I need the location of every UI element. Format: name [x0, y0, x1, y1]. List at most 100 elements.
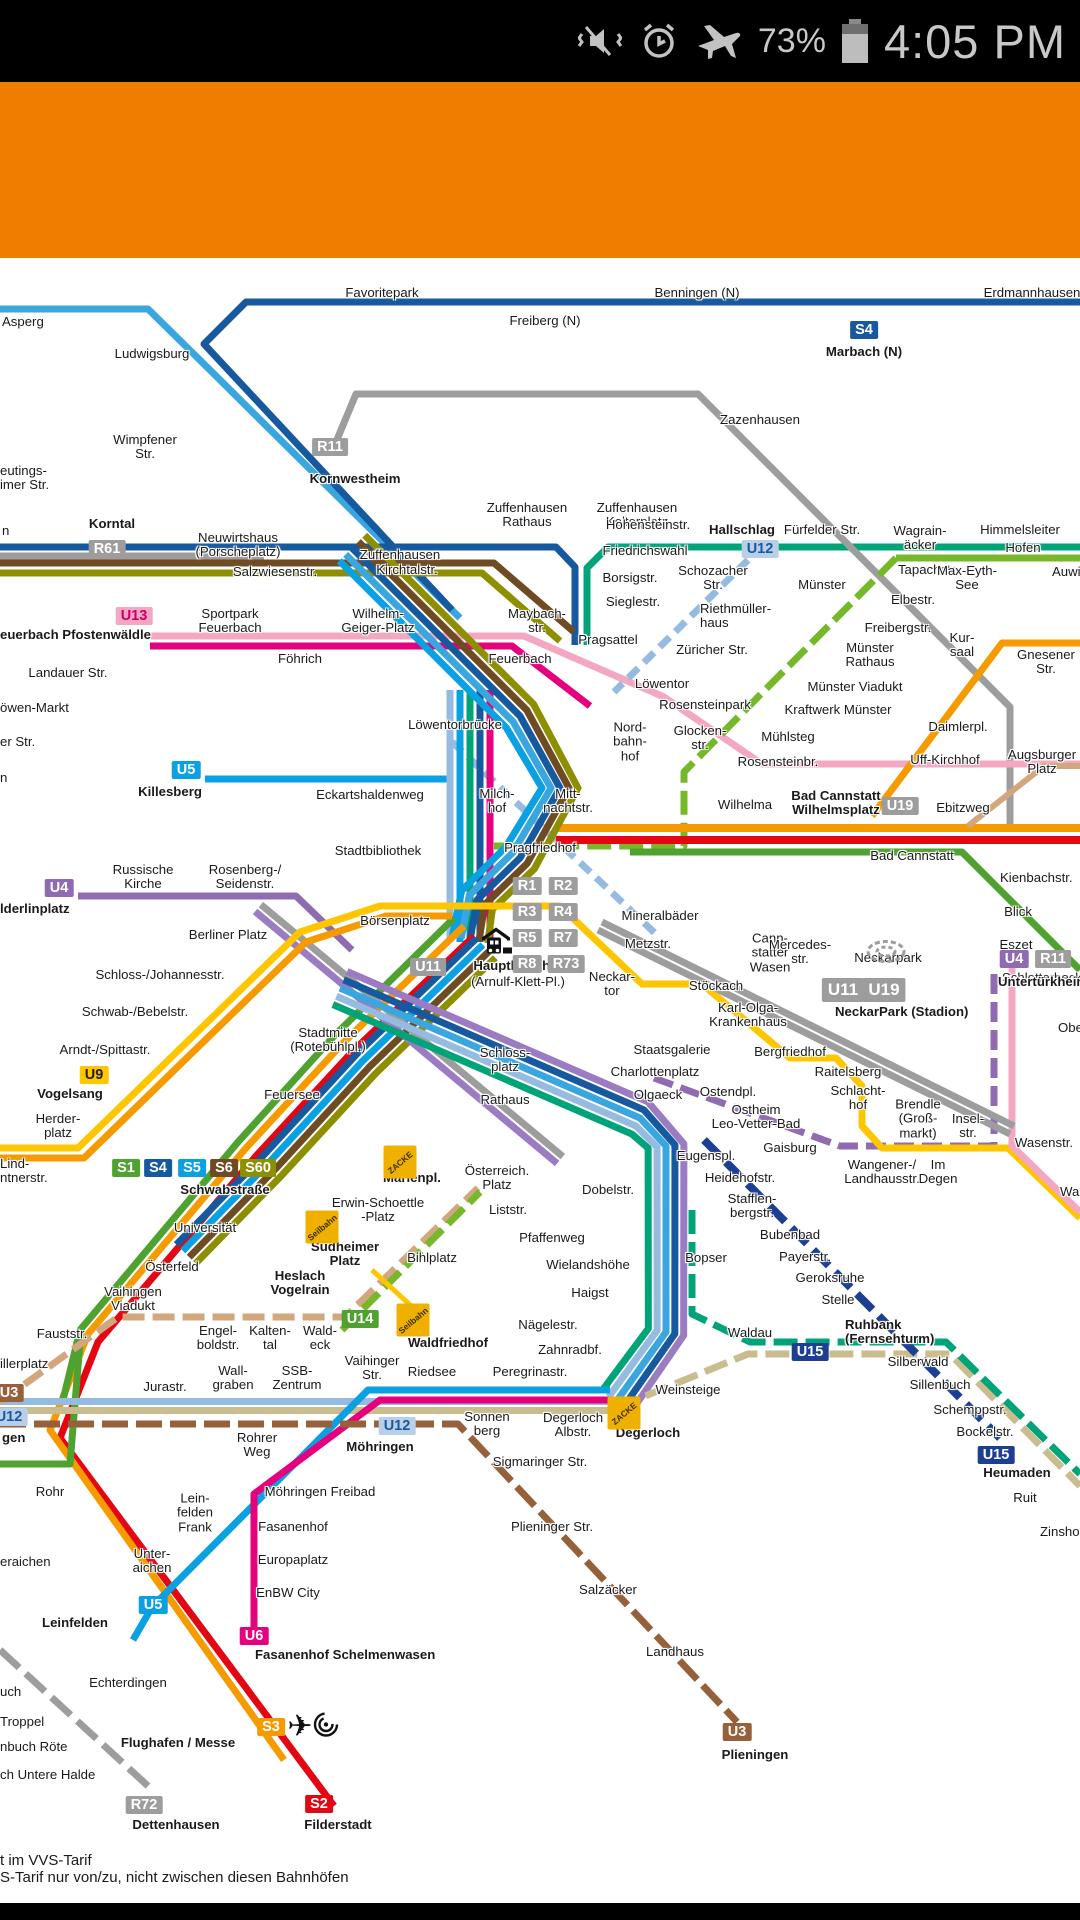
station-label: Augsburger Platz [1007, 746, 1077, 776]
station-label: ch Untere Halde [0, 1766, 96, 1782]
line-badge-seilbahn[interactable]: Seilbahn [396, 1303, 430, 1337]
station-label: Südheimer Platz [310, 1238, 380, 1268]
line-badge-r8[interactable]: R8 [512, 955, 542, 973]
line-badge-r1[interactable]: R1 [512, 877, 542, 895]
line-badge-u12[interactable]: U12 [378, 1417, 416, 1435]
line-badge-u5[interactable]: U5 [138, 1596, 168, 1614]
transit-line [614, 1350, 1080, 1489]
line-badge-zacke[interactable]: ZACKE [383, 1145, 417, 1179]
station-label: Favoritepark [345, 284, 419, 300]
line-badge-u14[interactable]: U14 [341, 1310, 379, 1328]
station-label: Sillenbuch [909, 1376, 971, 1392]
line-badge-s5[interactable]: S5 [178, 1159, 206, 1177]
station-label: Killesberg [138, 783, 202, 799]
station-label: Gaisburg [763, 1139, 817, 1155]
station-label: Bergfriedhof [754, 1043, 826, 1059]
station-label: Weinsteige [655, 1381, 721, 1397]
station-label: Unter- aichen [132, 1545, 172, 1575]
line-badge-u19[interactable]: U19 [862, 978, 906, 1002]
line-badge-u15[interactable]: U15 [977, 1446, 1015, 1464]
line-badge-u15[interactable]: U15 [791, 1343, 829, 1361]
line-badge-u5[interactable]: U5 [171, 761, 201, 779]
station-label: Cann- statter Wasen [749, 930, 791, 975]
station-label: Charlottenplatz [610, 1063, 700, 1079]
station-label: Stelle [821, 1291, 855, 1307]
transit-line [701, 1137, 1003, 1441]
station-label: Friedrichswahl [602, 542, 688, 558]
line-badge-r61[interactable]: R61 [88, 540, 126, 558]
line-badge-s2[interactable]: S2 [305, 1795, 333, 1813]
line-badge-s6[interactable]: S6 [210, 1159, 238, 1177]
station-label: EnBW City [256, 1584, 320, 1600]
station-label: Leinfelden [42, 1614, 108, 1630]
line-badge-u12[interactable]: U12 [0, 1408, 28, 1426]
line-badge-r5[interactable]: R5 [512, 929, 542, 947]
station-label: Schloss-/Johannesstr. [95, 966, 225, 982]
line-badge-r3[interactable]: R3 [512, 903, 542, 921]
station-label: Wall- graben [212, 1362, 254, 1392]
transit-line [869, 639, 1080, 819]
status-time: 4:05 PM [883, 14, 1066, 68]
line-badge-r72[interactable]: R72 [125, 1796, 163, 1814]
station-label: Löwentor [634, 675, 690, 691]
transit-line [596, 926, 1012, 1138]
station-label: SSB- Zentrum [272, 1362, 322, 1392]
station-label: Stafflen- bergstr. [727, 1190, 777, 1220]
station-label: Erdmannhausen [983, 284, 1080, 300]
line-badge-u13[interactable]: U13 [115, 607, 153, 625]
station-label: Pragsattel [578, 631, 638, 647]
line-badge-zacke[interactable]: ZACKE [607, 1396, 641, 1430]
line-badge-r4[interactable]: R4 [548, 903, 578, 921]
line-badge-s60[interactable]: S60 [240, 1159, 276, 1177]
battery-percent: 73% [757, 21, 826, 60]
line-badge-u3[interactable]: U3 [722, 1723, 752, 1741]
station-label: Zuffenhausen Kelterplatz [596, 499, 678, 529]
app-header-bar[interactable] [0, 82, 1080, 258]
line-badge-r7[interactable]: R7 [548, 929, 578, 947]
line-badge-u3[interactable]: U3 [0, 1384, 24, 1402]
station-label: Haigst [571, 1284, 609, 1300]
line-badge-u12[interactable]: U12 [741, 540, 779, 558]
transit-line [150, 632, 1080, 768]
line-badge-u6[interactable]: U6 [239, 1627, 269, 1645]
station-label: Troppel [0, 1713, 45, 1729]
station-label: Freiberg (N) [509, 312, 581, 328]
line-badge-seilbahn[interactable]: Seilbahn [305, 1210, 339, 1244]
station-label: Herder- platz [35, 1110, 81, 1140]
station-label: Rosensteinpark [659, 696, 751, 712]
line-badge-r11[interactable]: R11 [312, 438, 348, 456]
transit-line [630, 848, 1080, 973]
line-badge-u11[interactable]: U11 [410, 958, 446, 976]
line-badge-r11[interactable]: R11 [1035, 950, 1071, 968]
line-badge-u19[interactable]: U19 [881, 797, 919, 815]
line-badge-r2[interactable]: R2 [548, 877, 578, 895]
line-badge-s4[interactable]: S4 [144, 1159, 172, 1177]
station-label: Rathaus [480, 1091, 530, 1107]
transit-line [345, 968, 688, 1415]
station-label: Föhrich [278, 650, 322, 666]
transit-line [46, 923, 467, 1763]
station-label: Degerloch Albstr. [542, 1409, 604, 1439]
station-label: Waldfriedhof [407, 1334, 489, 1350]
transit-line [966, 763, 1080, 829]
line-badge-r73[interactable]: R73 [547, 955, 585, 973]
transit-line [494, 555, 899, 850]
transit-line [335, 993, 661, 1399]
line-badge-u4[interactable]: U4 [44, 879, 74, 897]
line-badge-s3[interactable]: S3 [257, 1718, 285, 1736]
line-badge-u4[interactable]: U4 [999, 950, 1029, 968]
station-label: gen [2, 1429, 26, 1445]
line-badge-u11[interactable]: U11 [821, 978, 865, 1002]
station-label: Pfaffenweg [519, 1229, 585, 1245]
station-label: Wald- eck [303, 1322, 337, 1352]
line-badge-u9[interactable]: U9 [79, 1066, 109, 1084]
line-badge-s1[interactable]: S1 [112, 1159, 140, 1177]
transit-line [250, 1396, 610, 1632]
transit-line [0, 1185, 481, 1405]
line-badge-s4[interactable]: S4 [850, 321, 878, 339]
transit-line [0, 902, 452, 1152]
station-label: Europaplatz [257, 1551, 329, 1567]
transit-line [362, 532, 582, 944]
station-label: Riedsee [407, 1363, 457, 1379]
